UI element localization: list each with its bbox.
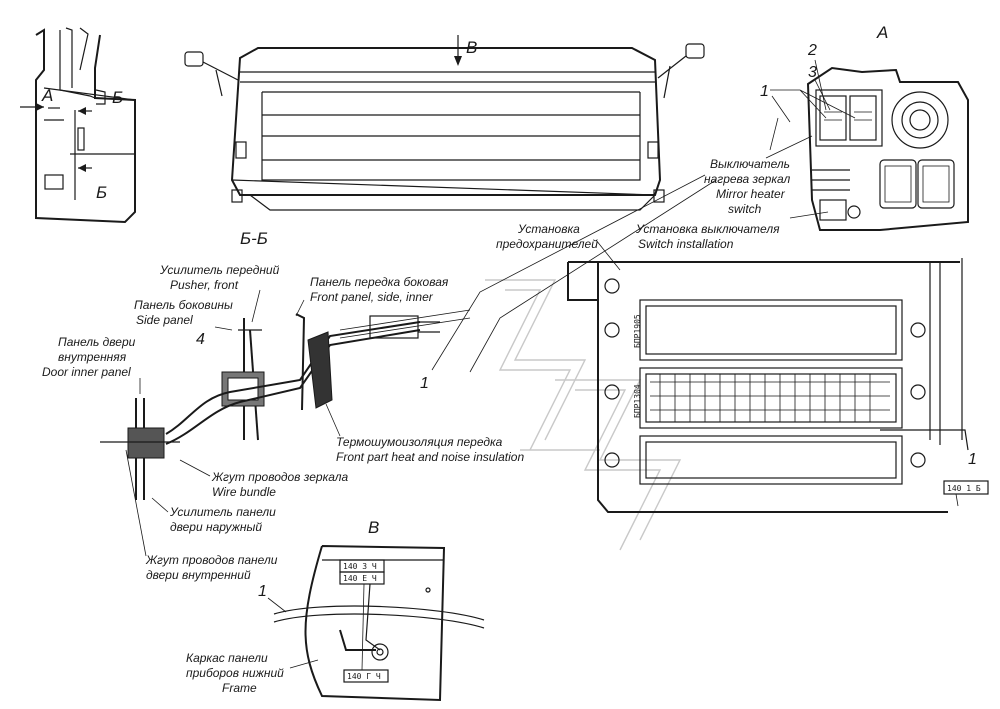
door-reinf-label-ru-2: двери наружный [170, 520, 262, 534]
callout-2: 2 [807, 42, 817, 59]
fuse-block-tag-1: БПР1905 [633, 314, 642, 348]
section-bb-drawing [100, 289, 471, 500]
view-b-frame [273, 545, 485, 702]
callout-1-switch: 1 [760, 83, 769, 100]
section-b-arrow-label-bottom: Б [96, 183, 107, 202]
insulation-label-en: Front part heat and noise insulation [336, 450, 524, 464]
callout-1-fuse: 1 [968, 451, 977, 468]
view-b-tag-2: 140 Е Ч [343, 574, 377, 583]
fuse-install-label-ru-1: Установка [517, 222, 580, 236]
door-harness-label-ru-1: Жгут проводов панели [145, 553, 278, 567]
mirror-harness-label-en: Wire bundle [212, 485, 276, 499]
view-b-title: B [368, 518, 379, 537]
section-b-arrow-label-top: Б [112, 88, 123, 107]
side-panel-label-en: Side panel [136, 313, 193, 327]
view-b-arrow-label: B [466, 38, 477, 57]
side-panel-label-ru: Панель боковины [134, 298, 233, 312]
insulation-label-ru: Термошумоизоляция передка [336, 435, 503, 449]
switch-install-label-ru: Установка выключателя [635, 222, 780, 236]
watermark-logo [485, 279, 682, 551]
door-harness-label-ru-2: двери внутренний [146, 568, 251, 582]
mirror-switch-label-ru-1: Выключатель [710, 157, 790, 171]
front-panel-label-en: Front panel, side, inner [310, 290, 434, 304]
pusher-label-ru: Усилитель передний [159, 263, 280, 277]
fuse-wire-tag: 140 1 Б [947, 484, 981, 493]
callout-1-section: 1 [420, 375, 429, 392]
mirror-switch-label-en-1: Mirror heater [716, 187, 786, 201]
mirror-switch-label-ru-2: нагрева зеркал [704, 172, 791, 186]
view-b-tag-1: 140 З Ч [343, 562, 377, 571]
fuse-block-tag-2: БПР1304 [633, 384, 642, 418]
frame-label-en: Frame [222, 681, 257, 695]
pusher-label-en: Pusher, front [170, 278, 239, 292]
switch-install-label-en: Switch installation [638, 237, 734, 251]
callout-4: 4 [196, 331, 205, 348]
view-a-title: А [876, 23, 888, 42]
mirror-switch-label-en-2: switch [728, 202, 762, 216]
mirror-harness-label-ru: Жгут проводов зеркала [211, 470, 349, 484]
door-reinf-label-ru-1: Усилитель панели [169, 505, 276, 519]
frame-label-ru-1: Каркас панели [186, 651, 268, 665]
front-panel-label-ru: Панель передка боковая [310, 275, 449, 289]
view-b-tag-3: 140 Г Ч [347, 672, 381, 681]
fuse-block: БПР1905 БПР1304 [567, 258, 969, 513]
switch-panel [806, 66, 969, 231]
fuse-install-label-ru-2: предохранителей [496, 237, 598, 251]
frame-label-ru-2: приборов нижний [186, 666, 284, 680]
view-a-arrow-label: А [41, 86, 53, 105]
door-inner-label-en: Door inner panel [42, 365, 131, 379]
callout-1-view-b: 1 [258, 583, 267, 600]
section-bb-title: Б-Б [240, 229, 268, 248]
door-inner-label-ru-2: внутренняя [58, 350, 127, 364]
door-inner-label-ru-1: Панель двери [58, 335, 136, 349]
cab-front-view: B [184, 35, 705, 211]
door-side-view: А Б Б [20, 27, 136, 224]
callout-3: 3 [808, 64, 817, 81]
